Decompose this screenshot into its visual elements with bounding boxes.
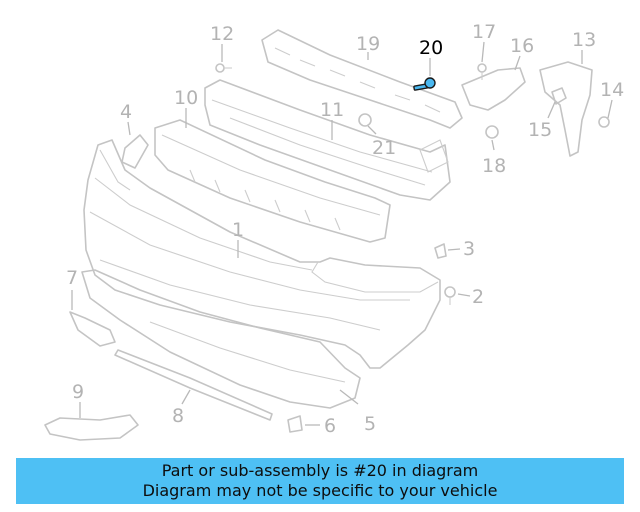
fastener-14[interactable] <box>598 116 610 128</box>
callout-4: 4 <box>120 101 132 123</box>
part-11-reinforcement-beam[interactable] <box>204 79 451 201</box>
fastener-17[interactable] <box>477 63 487 80</box>
part-5-lower-valance[interactable] <box>81 269 361 409</box>
fastener-3[interactable] <box>434 243 447 259</box>
part-10-energy-absorber[interactable] <box>154 119 391 243</box>
callout-17: 17 <box>472 21 496 43</box>
fastener-18[interactable] <box>485 125 499 139</box>
leader-lines <box>71 41 613 426</box>
part-19-upper-bracket[interactable] <box>261 29 463 129</box>
caption-line-1: Part or sub-assembly is #20 in diagram <box>161 461 479 480</box>
part-9-lower-trim[interactable] <box>44 414 139 441</box>
fastener-21[interactable] <box>358 113 372 127</box>
callout-1: 1 <box>232 219 244 241</box>
callout-14: 14 <box>600 79 624 101</box>
callout-18: 18 <box>482 155 506 177</box>
part-13-side-bracket[interactable] <box>539 61 593 157</box>
callout-16: 16 <box>510 35 534 57</box>
callout-15: 15 <box>528 119 552 141</box>
part-8-garnish-strip[interactable] <box>114 349 273 421</box>
callout-6: 6 <box>324 415 336 437</box>
caption-banner: Part or sub-assembly is #20 in diagram D… <box>16 458 624 504</box>
part-4-reflector[interactable] <box>121 134 149 169</box>
callout-20-highlighted: 20 <box>419 37 443 59</box>
callout-3: 3 <box>463 238 475 260</box>
caption-line-2: Diagram may not be specific to your vehi… <box>142 481 498 500</box>
callout-9: 9 <box>72 381 84 403</box>
exploded-parts-diagram: 1 2 3 4 5 6 7 8 9 10 11 12 13 14 15 16 1… <box>44 21 624 441</box>
callout-21: 21 <box>372 137 396 159</box>
callout-5: 5 <box>364 413 376 435</box>
callout-2: 2 <box>472 286 484 308</box>
part-7-trim[interactable] <box>69 311 116 347</box>
fastener-12[interactable] <box>215 63 232 73</box>
callout-13: 13 <box>572 29 596 51</box>
fastener-2[interactable] <box>444 286 456 305</box>
callout-12: 12 <box>210 23 234 45</box>
part-16-side-bracket[interactable] <box>461 67 526 111</box>
callout-10: 10 <box>174 87 198 109</box>
fastener-15[interactable] <box>551 87 567 105</box>
callout-7: 7 <box>66 267 78 289</box>
part-20-screw-highlighted[interactable] <box>413 77 436 91</box>
part-1-bumper-cover[interactable] <box>83 139 441 369</box>
callout-11: 11 <box>320 99 344 121</box>
callout-8: 8 <box>172 405 184 427</box>
callout-19: 19 <box>356 33 380 55</box>
fastener-6[interactable] <box>287 415 303 433</box>
